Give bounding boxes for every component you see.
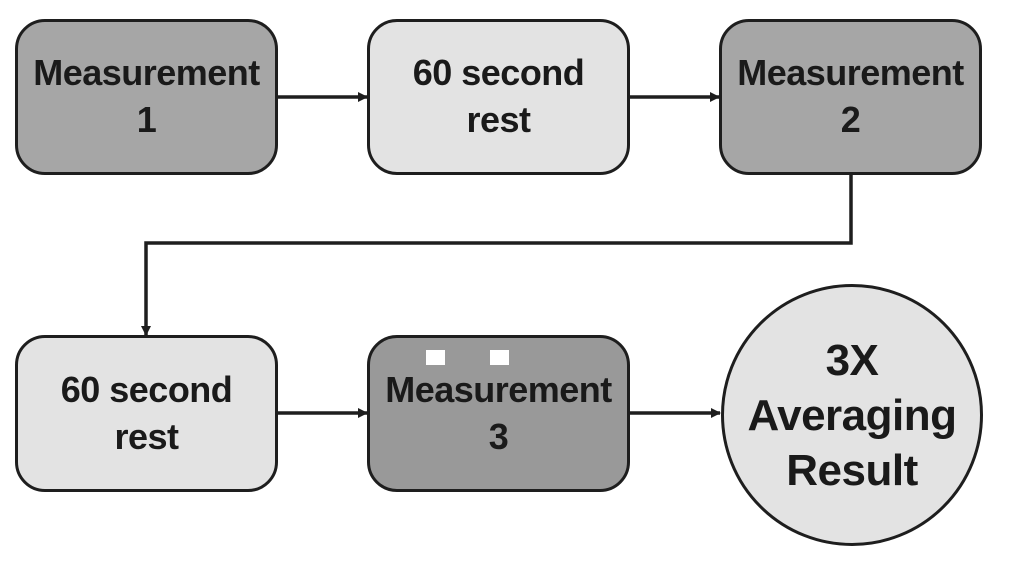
rest-1-box: 60 second rest	[367, 19, 630, 175]
rest-1-label: 60 second	[412, 52, 585, 94]
measurement-1-box: Measurement 1	[15, 19, 278, 175]
measurement-2-box: Measurement 2	[719, 19, 982, 175]
arrow-measurement-2-to-rest-2	[141, 174, 853, 336]
result-label-line-2: Averaging	[747, 390, 957, 440]
measurement-2-label: Measurement	[737, 52, 964, 94]
white-mark-right	[490, 350, 509, 365]
measurement-3-label: Measurement	[385, 368, 612, 410]
rest-2-label: 60 second	[60, 368, 233, 410]
result-circle: 3X Averaging Result	[721, 284, 983, 546]
white-mark-left	[426, 350, 445, 365]
rest-2-sublabel: rest	[114, 415, 179, 457]
measurement-1-number: 1	[136, 99, 157, 140]
result-label-line-1: 3X	[825, 335, 879, 385]
measurement-1-label: Measurement	[33, 52, 260, 94]
rest-2-box: 60 second rest	[15, 335, 278, 492]
measurement-2-number: 2	[840, 99, 861, 140]
measurement-3-number: 3	[488, 415, 509, 457]
rest-1-sublabel: rest	[466, 99, 531, 140]
result-label-line-3: Result	[786, 445, 918, 495]
